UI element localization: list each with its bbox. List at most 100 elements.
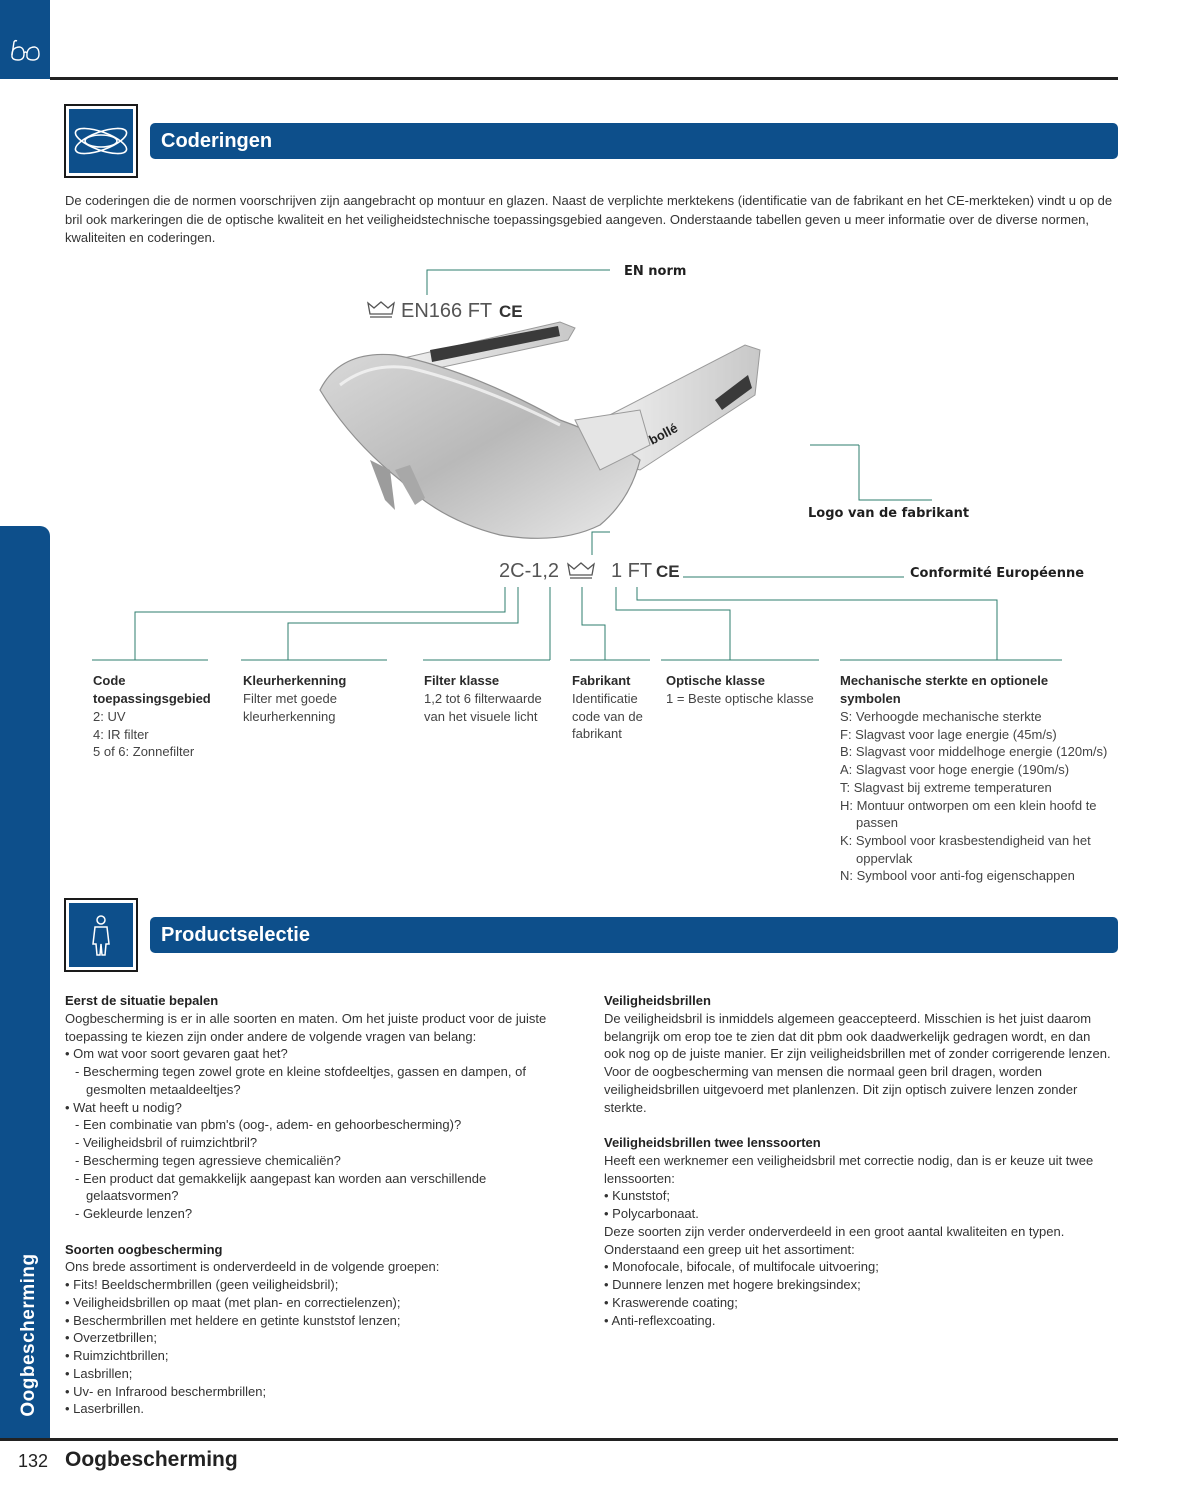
section-title-coderingen: Coderingen bbox=[150, 123, 1118, 159]
bullet-item: • Veiligheidsbrillen op maat (met plan- … bbox=[65, 1294, 401, 1310]
column-mechanische-sterkte: Mechanische sterkte en optionele symbole… bbox=[840, 672, 1115, 885]
column-line: 1,2 tot 6 filterwaarde bbox=[424, 691, 542, 706]
column-title: Optische klasse bbox=[666, 673, 765, 688]
text-line: toepassing te kiezen zijn onder andere d… bbox=[65, 1028, 477, 1044]
bullet-item: • Polycarbonaat. bbox=[604, 1206, 699, 1221]
en-norm-label: EN norm bbox=[624, 264, 686, 279]
intro-paragraph: De coderingen die de normen voorschrijve… bbox=[65, 193, 1113, 245]
text-line: Deze soorten zijn verder onderverdeeld i… bbox=[604, 1223, 1065, 1239]
dash-item: gelaatsvormen? bbox=[86, 1188, 179, 1204]
text-line: sterkte. bbox=[604, 1099, 647, 1115]
column-line: van het visuele licht bbox=[424, 708, 538, 724]
left-column: Eerst de situatie bepalen Oogbescherming… bbox=[65, 992, 585, 1418]
bullet-item: • Kraswerende coating; bbox=[604, 1294, 738, 1310]
column-optische-klasse: Optische klasse 1 = Beste optische klass… bbox=[666, 672, 836, 708]
column-line: N: Symbool voor anti-fog eigenschappen bbox=[840, 868, 1075, 884]
column-title: Kleurherkenning bbox=[243, 673, 347, 688]
column-fabrikant: Fabrikant Identificatie code van de fabr… bbox=[572, 672, 662, 743]
bullet-item: • Anti-reflexcoating. bbox=[604, 1312, 716, 1328]
column-line: H: Montuur ontworpen om een klein hoofd … bbox=[840, 797, 1097, 813]
frame-marking-text: EN166 FT bbox=[401, 300, 492, 322]
column-line: code van de bbox=[572, 708, 643, 724]
lens-ce-mark: CE bbox=[656, 562, 680, 581]
column-line: 1 = Beste optische klasse bbox=[666, 691, 814, 706]
heading-situatie: Eerst de situatie bepalen bbox=[65, 993, 219, 1008]
column-line: kleurherkenning bbox=[243, 708, 336, 724]
text-line: Oogbescherming is er in alle soorten en … bbox=[65, 1010, 547, 1026]
column-line: passen bbox=[856, 815, 898, 831]
column-line: Identificatie bbox=[572, 691, 638, 706]
header-tab bbox=[0, 0, 50, 79]
bullet-item: • Monofocale, bifocale, of multifocale u… bbox=[604, 1259, 879, 1275]
header-rule bbox=[50, 77, 1118, 80]
column-title: Fabrikant bbox=[572, 673, 631, 688]
dash-item: gesmolten metaaldeeltjes? bbox=[86, 1081, 241, 1097]
column-code-toepassingsgebied: Code toepassingsgebied 2: UV 4: IR filte… bbox=[93, 672, 223, 761]
text-line: De veiligheidsbril is inmiddels algemeen… bbox=[604, 1010, 1092, 1026]
column-title: Code toepassingsgebied bbox=[93, 673, 211, 706]
column-line: 4: IR filter bbox=[93, 726, 149, 742]
lens-marking: 2C-1,2 1 FT CE bbox=[499, 560, 680, 582]
right-column: Veiligheidsbrillen De veiligheidsbril is… bbox=[604, 992, 1116, 1329]
crown-icon bbox=[367, 301, 395, 318]
section-title-productselectie: Productselectie bbox=[150, 917, 1118, 953]
text-line: Heeft een werknemer een veiligheidsbril … bbox=[604, 1152, 1094, 1168]
bullet-item: • Overzetbrillen; bbox=[65, 1330, 157, 1346]
productselectie-icon-box bbox=[64, 898, 138, 972]
column-line: T: Slagvast bij extreme temperaturen bbox=[840, 779, 1052, 795]
text-line: Voor de oogbescherming van mensen die no… bbox=[604, 1064, 1042, 1079]
safety-glasses-illustration: bollé bbox=[319, 321, 761, 539]
frame-ce-mark: CE bbox=[499, 302, 523, 321]
column-line: 5 of 6: Zonnefilter bbox=[93, 744, 195, 760]
dash-item: - Bescherming tegen zowel grote en klein… bbox=[75, 1064, 526, 1079]
bullet-item: • Ruimzichtbrillen; bbox=[65, 1348, 169, 1363]
page-number: 132 bbox=[18, 1451, 49, 1471]
dash-item: - Een combinatie van pbm's (oog-, adem- … bbox=[75, 1117, 462, 1133]
text-line: belangrijk om erop toe te zien dat dit p… bbox=[604, 1028, 1091, 1044]
lens-marking-left: 2C-1,2 bbox=[499, 560, 559, 582]
heading-lenssoorten: Veiligheidsbrillen twee lenssoorten bbox=[604, 1135, 821, 1150]
logo-label: Logo van de fabrikant bbox=[808, 506, 969, 521]
column-line: fabrikant bbox=[572, 726, 622, 742]
bullet-item: • Fits! Beeldschermbrillen (geen veiligh… bbox=[65, 1277, 339, 1292]
bullet-item: • Om wat voor soort gevaren gaat het? bbox=[65, 1046, 288, 1062]
text-line: veiligheidsbrillen uitgevoerd met planle… bbox=[604, 1081, 1078, 1097]
dash-item: - Een product dat gemakkelijk aangepast … bbox=[75, 1170, 487, 1186]
footer-title: Oogbescherming bbox=[65, 1448, 238, 1471]
glasses-icon bbox=[11, 39, 40, 61]
en166-marking: EN166 FT CE bbox=[367, 300, 523, 322]
bullet-item: • Laserbrillen. bbox=[65, 1401, 144, 1417]
bullet-item: • Beschermbrillen met heldere en getinte… bbox=[65, 1312, 401, 1328]
text-line: lenssoorten: bbox=[604, 1170, 675, 1186]
column-title: Mechanische sterkte en optionele symbole… bbox=[840, 673, 1049, 706]
column-line: 2: UV bbox=[93, 709, 126, 724]
coderingen-icon-box bbox=[64, 104, 138, 178]
dash-item: - Veiligheidsbril of ruimzichtbril? bbox=[75, 1135, 258, 1150]
bullet-item: • Lasbrillen; bbox=[65, 1365, 133, 1381]
column-line: S: Verhoogde mechanische sterkte bbox=[840, 709, 1042, 724]
bullet-item: • Uv- en Infrarood beschermbrillen; bbox=[65, 1383, 267, 1399]
column-line: Filter met goede bbox=[243, 691, 337, 706]
lens-crown-icon bbox=[567, 562, 595, 579]
bullet-item: • Wat heeft u nodig? bbox=[65, 1099, 182, 1115]
ce-label: Conformité Européenne bbox=[910, 566, 1084, 581]
column-line: oppervlak bbox=[856, 850, 913, 866]
side-tab bbox=[0, 526, 50, 1438]
column-line: B: Slagvast voor middelhoge energie (120… bbox=[840, 744, 1108, 760]
column-filter-klasse: Filter klasse 1,2 tot 6 filterwaarde van… bbox=[424, 672, 564, 725]
text-line: Onderstaand een greep uit het assortimen… bbox=[604, 1241, 855, 1257]
footer-rule bbox=[0, 1438, 1118, 1441]
dash-item: - Gekleurde lenzen? bbox=[75, 1206, 193, 1221]
dash-item: - Bescherming tegen agressieve chemicali… bbox=[75, 1152, 341, 1168]
column-title: Filter klasse bbox=[424, 673, 500, 688]
heading-veiligheidsbrillen: Veiligheidsbrillen bbox=[604, 993, 711, 1008]
column-line: F: Slagvast voor lage energie (45m/s) bbox=[840, 726, 1057, 742]
person-icon bbox=[92, 915, 110, 956]
bullet-item: • Dunnere lenzen met hogere brekingsinde… bbox=[604, 1277, 861, 1292]
column-kleurherkenning: Kleurherkenning Filter met goede kleurhe… bbox=[243, 672, 393, 725]
column-line: K: Symbool voor krasbestendigheid van he… bbox=[840, 832, 1091, 848]
bullet-item: • Kunststof; bbox=[604, 1188, 670, 1204]
heading-soorten: Soorten oogbescherming bbox=[65, 1241, 223, 1257]
orbit-lens-icon bbox=[74, 127, 128, 155]
